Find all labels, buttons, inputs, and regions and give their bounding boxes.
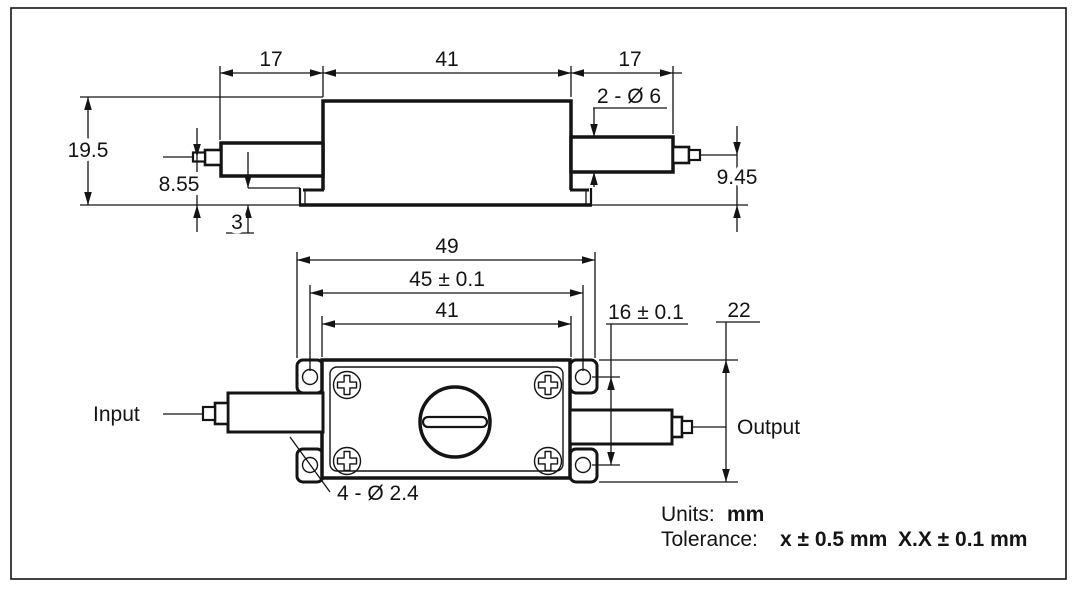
plan-output-ferrule bbox=[670, 415, 684, 439]
side-input-connector bbox=[191, 141, 325, 178]
dim-mount-holes-label: 4 - Ø 2.4 bbox=[337, 482, 419, 505]
plan-input-connector bbox=[163, 391, 325, 434]
dim-body-length-label: 41 bbox=[435, 299, 458, 322]
mount-hole-bottom-right bbox=[574, 456, 592, 474]
dim-seg-left-label: 17 bbox=[259, 48, 282, 71]
dim-input-axis-height-label: 8.55 bbox=[159, 173, 200, 196]
screw-top-left bbox=[332, 370, 362, 400]
plan-output-tip bbox=[680, 419, 694, 435]
dim-mount-holes: 4 - Ø 2.4 bbox=[289, 436, 419, 505]
dim-connector-bosses: 2 - Ø 6 bbox=[590, 85, 667, 187]
side-base-plate bbox=[298, 188, 593, 207]
dim-output-axis-height: 9.45 bbox=[712, 126, 762, 232]
bottom-view: Input Output 49 45 ± 0.1 bbox=[93, 235, 800, 505]
dim-hole-span-width-label: 16 ± 0.1 bbox=[608, 301, 684, 324]
units-note: Units:mm bbox=[661, 503, 764, 526]
mounting-tabs bbox=[295, 358, 599, 484]
plan-input-ferrule bbox=[213, 401, 230, 426]
side-view: 17 41 17 19.5 8.55 3 bbox=[63, 48, 762, 239]
dim-base-length: 49 bbox=[296, 235, 596, 358]
side-input-ferrule bbox=[203, 148, 223, 167]
side-body-outline bbox=[321, 99, 573, 190]
dim-overall-height: 19.5 bbox=[63, 97, 113, 205]
adjuster-knob bbox=[418, 385, 492, 459]
dim-overall-height-label: 19.5 bbox=[68, 139, 109, 162]
dim-base-width: 22 bbox=[599, 299, 760, 483]
lid-screws bbox=[332, 370, 563, 476]
dim-input-axis-height: 8.55 bbox=[154, 128, 204, 232]
screw-bottom-right bbox=[533, 446, 563, 476]
output-label: Output bbox=[737, 416, 800, 439]
housing-lid-panel bbox=[329, 366, 564, 472]
dim-hole-span-length: 45 ± 0.1 bbox=[309, 268, 584, 371]
dim-hole-span-length-label: 45 ± 0.1 bbox=[409, 268, 485, 291]
screw-bottom-left bbox=[332, 446, 362, 476]
dim-base-length-label: 49 bbox=[435, 235, 458, 258]
screw-top-right bbox=[533, 370, 563, 400]
dim-connector-bosses-label: 2 - Ø 6 bbox=[597, 85, 661, 108]
side-output-tip bbox=[687, 148, 702, 162]
dim-base-thickness-label: 3 bbox=[231, 211, 243, 234]
adjuster-slot bbox=[421, 415, 489, 429]
dim-seg-right-label: 17 bbox=[618, 48, 641, 71]
side-input-tip bbox=[191, 151, 207, 163]
dim-body-length: 41 bbox=[321, 299, 572, 357]
plan-input-tip bbox=[201, 405, 217, 422]
side-view-extension-lines bbox=[80, 66, 748, 206]
dim-hole-span-width: 16 ± 0.1 bbox=[592, 301, 688, 466]
dim-seg-body-label: 41 bbox=[435, 48, 458, 71]
dim-base-thickness: 3 bbox=[226, 152, 254, 239]
dim-top-chain: 17 41 17 bbox=[220, 48, 682, 77]
dim-output-axis-height-label: 9.45 bbox=[717, 166, 758, 189]
dim-base-width-label: 22 bbox=[727, 299, 750, 322]
side-output-connector bbox=[569, 135, 737, 174]
side-output-ferrule bbox=[671, 145, 691, 165]
input-label: Input bbox=[93, 403, 140, 426]
mount-hole-bottom-left bbox=[301, 456, 319, 474]
plan-output-connector bbox=[568, 408, 726, 446]
